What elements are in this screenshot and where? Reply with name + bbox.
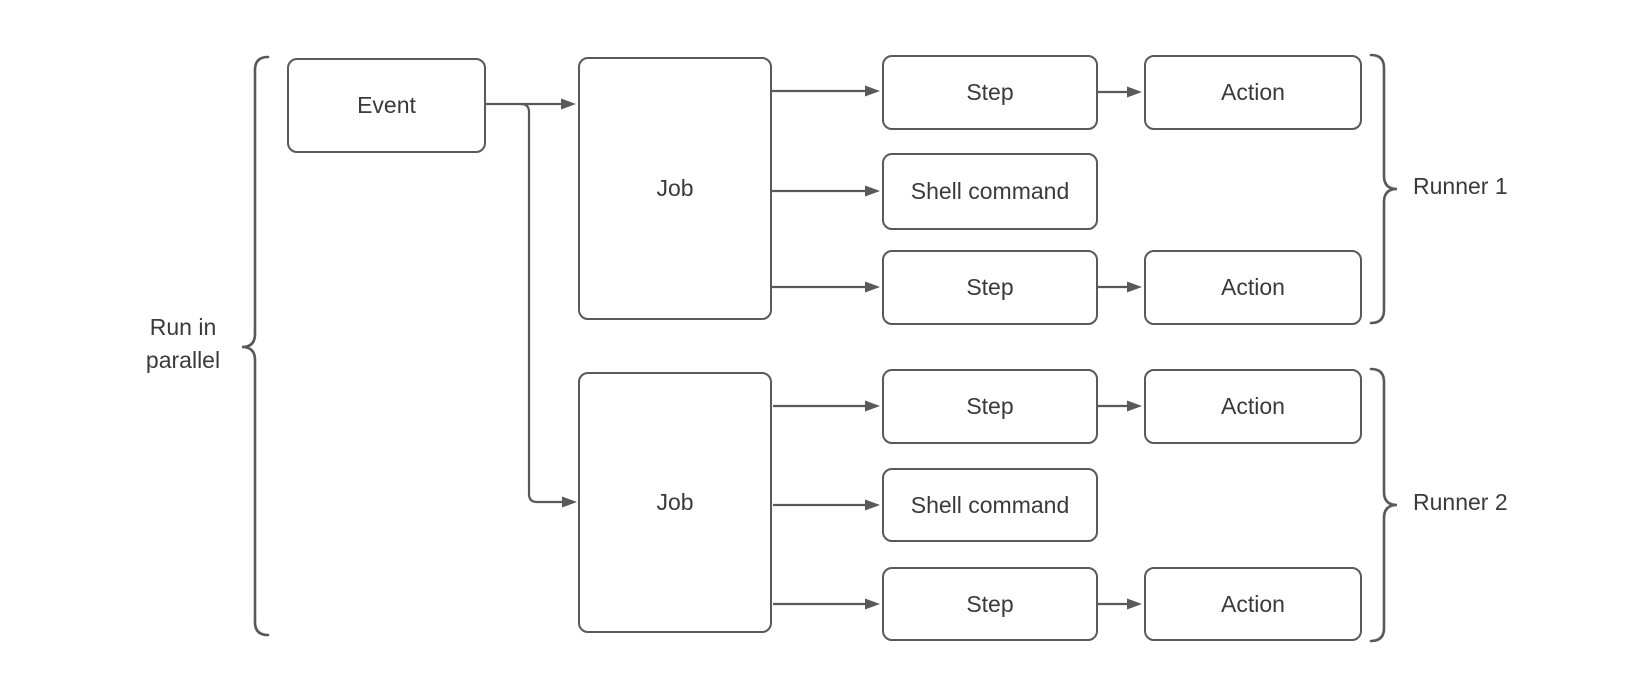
action-label-runner2-2: Action bbox=[1221, 590, 1285, 617]
runner2-label: Runner 2 bbox=[1413, 489, 1508, 515]
runner2-brace bbox=[1369, 367, 1398, 643]
runner1-brace bbox=[1369, 53, 1398, 325]
step-node-runner2-1: Step bbox=[882, 369, 1098, 444]
action-label-runner1-2: Action bbox=[1221, 274, 1285, 300]
runner1-label: Runner 1 bbox=[1413, 173, 1508, 199]
run-in-parallel-brace bbox=[241, 55, 270, 637]
arrowhead-job1-shell bbox=[865, 185, 880, 197]
shell-command-label-runner1: Shell command bbox=[910, 178, 1070, 204]
step-node-runner1-1: Step bbox=[882, 55, 1098, 130]
event-label: Event bbox=[357, 92, 416, 118]
run-in-parallel-line2: parallel bbox=[145, 347, 221, 373]
event-node: Event bbox=[287, 58, 486, 153]
arrowhead-step1-action1-r2 bbox=[1127, 400, 1142, 412]
job-label-runner2: Job bbox=[656, 489, 694, 515]
action-node-runner2-2: Action bbox=[1144, 567, 1362, 641]
step-label-runner2-2: Step bbox=[966, 590, 1014, 617]
step-label-runner1-2: Step bbox=[966, 274, 1014, 300]
step-label-runner2-1: Step bbox=[966, 393, 1014, 419]
step-label-runner1-1: Step bbox=[966, 79, 1014, 105]
run-in-parallel-line1: Run in bbox=[149, 314, 217, 340]
job-label-runner1: Job bbox=[656, 175, 694, 201]
step-node-runner1-2: Step bbox=[882, 250, 1098, 325]
action-node-runner1-2: Action bbox=[1144, 250, 1362, 325]
arrowhead-event-job2 bbox=[562, 496, 577, 508]
step-node-runner2-2: Step bbox=[882, 567, 1098, 641]
connector-event-job2 bbox=[520, 102, 563, 504]
arrowhead-job1-step2 bbox=[865, 281, 880, 293]
action-node-runner2-1: Action bbox=[1144, 369, 1362, 444]
action-label-runner2-1: Action bbox=[1221, 393, 1285, 419]
shell-command-node-runner1: Shell command bbox=[882, 153, 1098, 230]
run-in-parallel-label: Run in parallel bbox=[98, 311, 268, 377]
arrowhead-job2-shell bbox=[865, 499, 880, 511]
arrowhead-job2-step1 bbox=[865, 400, 880, 412]
job-node-runner1: Job bbox=[578, 57, 772, 320]
shell-command-node-runner2: Shell command bbox=[882, 468, 1098, 542]
arrowhead-job2-step2 bbox=[865, 598, 880, 610]
arrowhead-step2-action2-r2 bbox=[1127, 598, 1142, 610]
arrowhead-step2-action2-r1 bbox=[1127, 281, 1142, 293]
arrowhead-event-job1 bbox=[561, 98, 576, 110]
action-label-runner1-1: Action bbox=[1221, 79, 1285, 105]
arrowhead-step1-action1-r1 bbox=[1127, 86, 1142, 98]
action-node-runner1-1: Action bbox=[1144, 55, 1362, 130]
arrowhead-job1-step1 bbox=[865, 85, 880, 97]
shell-command-label-runner2: Shell command bbox=[910, 491, 1070, 518]
job-node-runner2: Job bbox=[578, 372, 772, 633]
